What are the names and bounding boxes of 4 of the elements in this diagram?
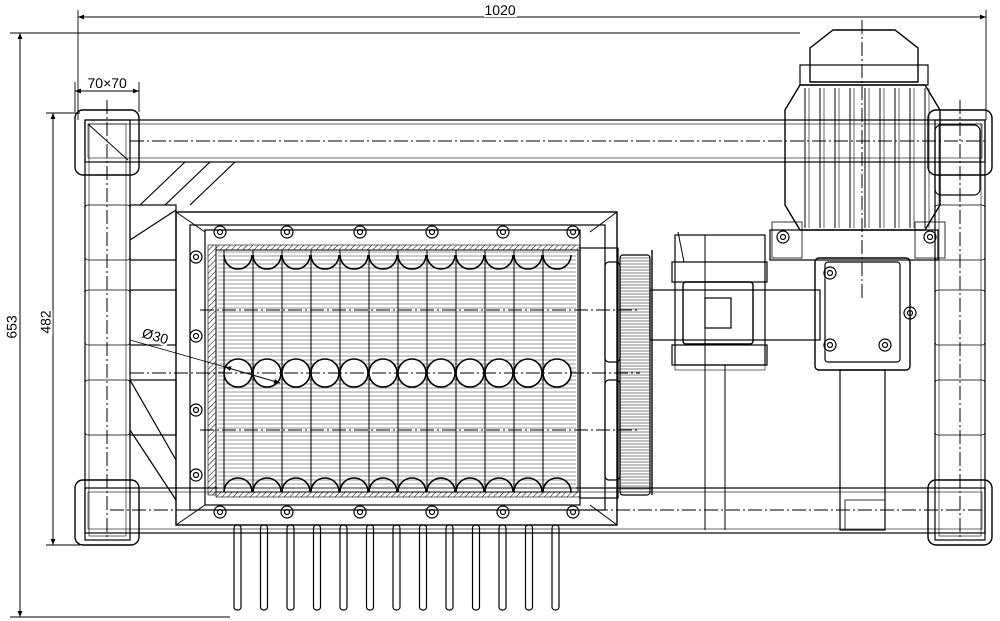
- dimension-label: 1020: [484, 3, 517, 17]
- dimension-label: 653: [4, 314, 18, 340]
- dimension-label: 482: [38, 309, 52, 335]
- dimension-label: 70×70: [86, 76, 128, 90]
